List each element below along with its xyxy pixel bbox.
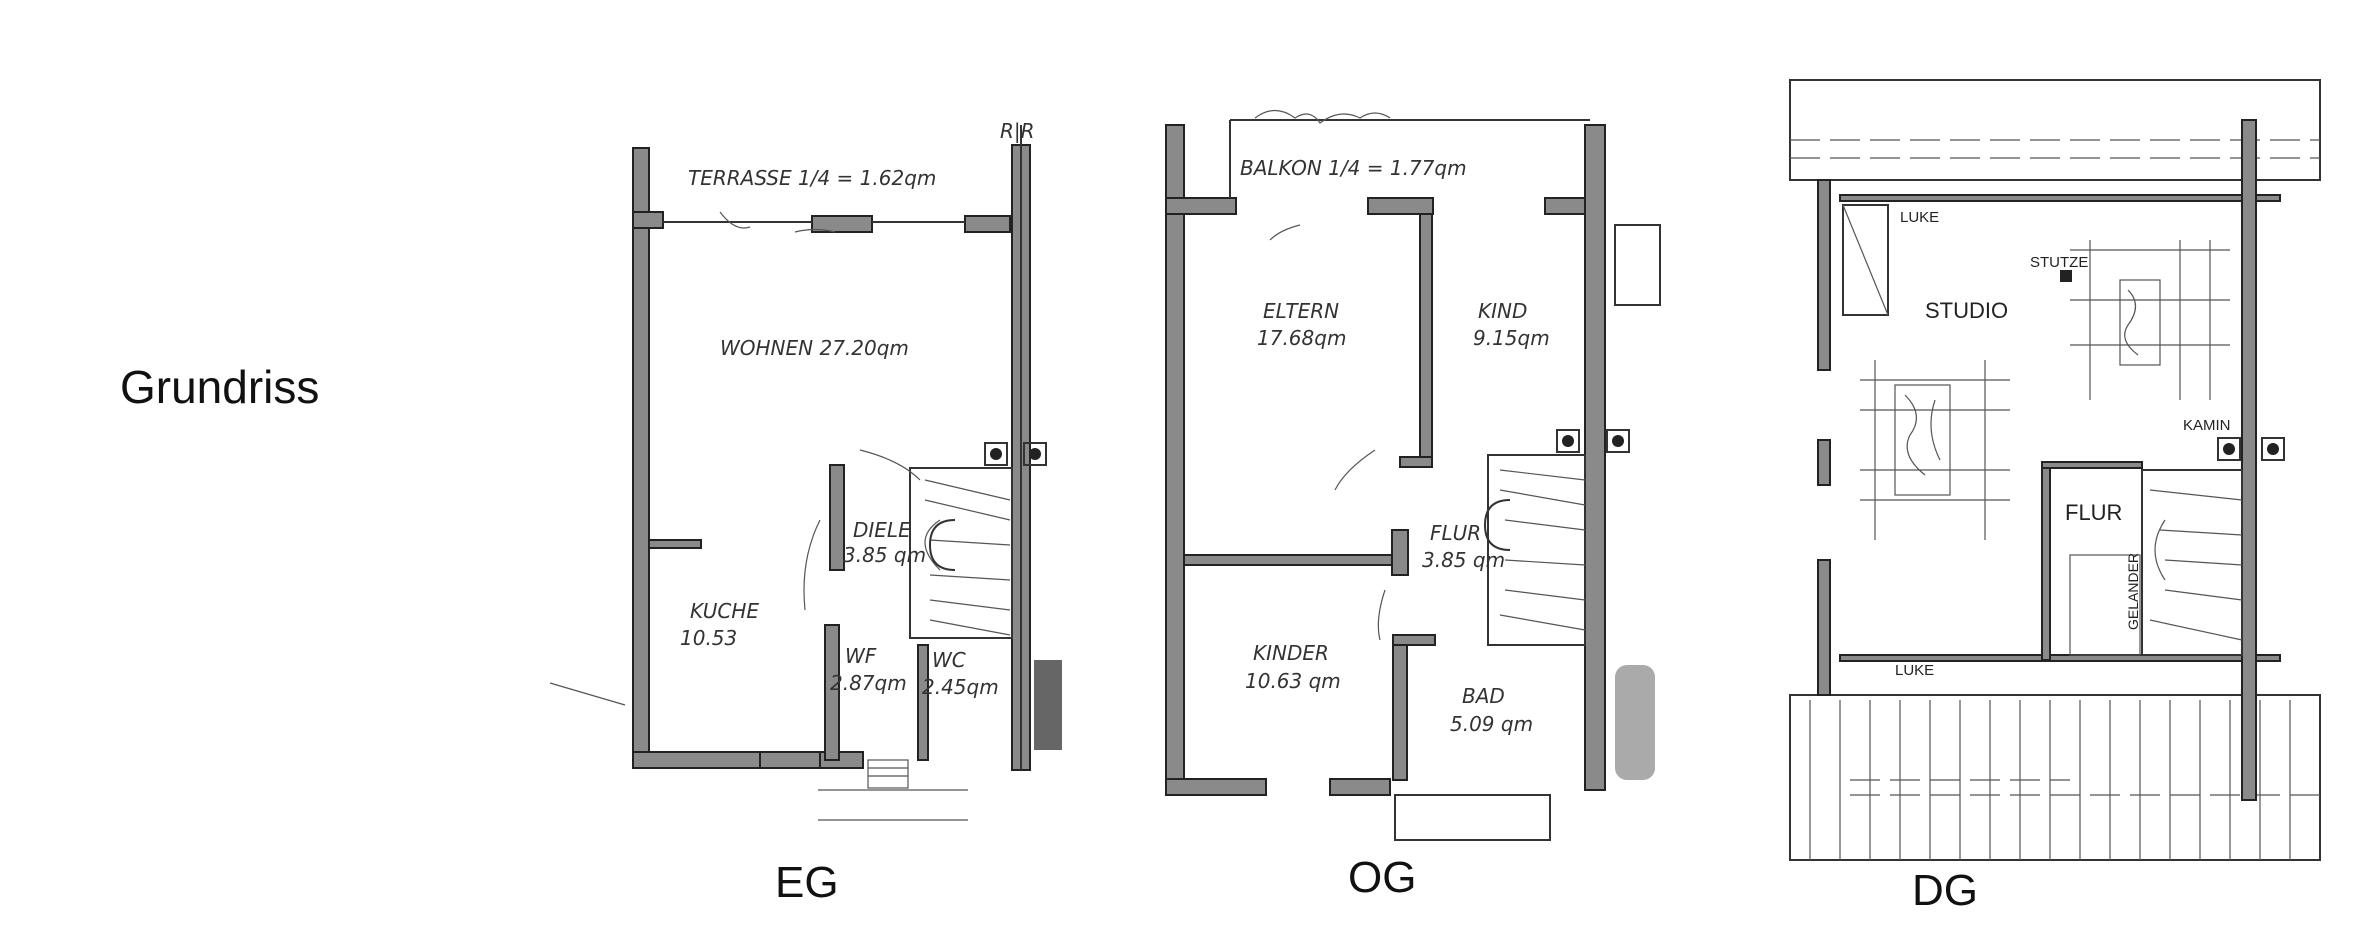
eg-kitchen-wall <box>648 539 702 549</box>
dg-chimney-2 <box>2261 437 2285 461</box>
dg-roof-hatch-top <box>1842 204 1889 316</box>
og-south-wall-2 <box>1329 778 1391 796</box>
dg-label-luke-bottom: LUKE <box>1895 662 1934 679</box>
dg-support-post <box>2060 270 2072 282</box>
eg-room-kuche-area: 10.53 <box>680 626 737 650</box>
dg-furniture <box>1860 240 2230 656</box>
dg-floor-plan: LUKE STUTZE STUDIO KAMIN FLUR GELANDER L… <box>1789 79 2321 861</box>
dg-label-luke-top: LUKE <box>1900 209 1939 226</box>
og-caption: OG <box>1348 853 1417 902</box>
og-neighbor-bathtub <box>1615 665 1655 780</box>
og-bad-wall-top <box>1392 634 1436 646</box>
og-kind-wall-foot <box>1399 456 1433 468</box>
dg-staircase <box>2141 469 2243 656</box>
og-flur-post <box>1391 529 1409 576</box>
dg-label-stutze: STUTZE <box>2030 254 2088 271</box>
og-staircase <box>1483 454 1586 646</box>
eg-neighbor-tiles <box>1034 660 1062 750</box>
dg-south-wall <box>1839 654 2281 662</box>
dg-caption: DG <box>1912 866 1978 915</box>
eg-chimney-1-flue <box>990 448 1002 460</box>
dg-west-pier <box>1817 439 1831 486</box>
eg-room-wf: WF <box>845 644 877 668</box>
og-room-kinder-area: 10.63 qm <box>1245 669 1341 693</box>
og-bay-projection <box>1394 794 1551 841</box>
og-north-wall-2 <box>1367 197 1434 215</box>
og-room-balkon: BALKON 1/4 = 1.77qm <box>1240 156 1467 180</box>
dg-roof-hatching <box>1809 700 2291 860</box>
eg-entrance-steps <box>818 759 968 821</box>
og-room-eltern: ELTERN <box>1263 299 1339 323</box>
og-room-kinder: KINDER <box>1253 641 1329 665</box>
eg-south-wall-mid <box>759 751 821 769</box>
dg-chimney-1 <box>2217 437 2241 461</box>
og-kinder-wall <box>1183 554 1395 566</box>
og-party-wall <box>1584 124 1606 791</box>
og-chimney-2-flue <box>1612 435 1624 447</box>
eg-west-wall <box>632 147 650 769</box>
eg-party-marker: R|R <box>1000 119 1035 143</box>
eg-site-line <box>549 682 626 706</box>
og-room-bad: BAD <box>1462 684 1505 708</box>
dg-flur-wall-top <box>2041 461 2143 469</box>
og-room-flur: FLUR <box>1430 521 1481 545</box>
og-neighbor-window <box>1614 224 1661 306</box>
eg-chimney-2 <box>1023 442 1047 466</box>
og-room-eltern-area: 17.68qm <box>1257 326 1346 350</box>
dg-flur-wall <box>2041 461 2051 661</box>
dg-chimney-2-flue <box>2267 443 2279 455</box>
eg-chimney-1 <box>984 442 1008 466</box>
og-chimney-1 <box>1556 429 1580 453</box>
og-door-swings <box>1269 224 1386 641</box>
og-north-wall-1 <box>1165 197 1237 215</box>
eg-floor-plan: R|R TERRASSE 1/4 = 1.62qm WOHNEN 27.20qm… <box>549 119 1062 821</box>
eg-north-wall-1 <box>632 211 664 229</box>
eg-room-kuche: KUCHE <box>690 599 759 623</box>
og-chimney-2 <box>1606 429 1630 453</box>
og-west-wall <box>1165 124 1185 796</box>
eg-room-wohnen: WOHNEN 27.20qm <box>720 336 909 360</box>
eg-north-wall-3 <box>964 215 1011 233</box>
eg-room-wc: WC <box>932 648 966 672</box>
page-title: Grundriss <box>120 361 320 413</box>
og-bad-wall <box>1392 634 1408 781</box>
dg-label-studio: STUDIO <box>1925 298 2008 323</box>
dg-party-wall <box>2241 119 2257 801</box>
eg-room-wc-area: 2.45qm <box>922 675 999 699</box>
og-room-kind-area: 9.15qm <box>1473 326 1550 350</box>
og-north-wall-3 <box>1544 197 1586 215</box>
eg-diele-wall <box>829 464 845 571</box>
eg-room-wf-area: 2.87qm <box>830 671 907 695</box>
og-south-wall-1 <box>1165 778 1267 796</box>
og-floor-plan: BALKON 1/4 = 1.77qm ELTERN 17.68qm KIND … <box>1165 109 1661 841</box>
eg-staircase <box>909 467 1013 639</box>
eg-room-terrasse: TERRASSE 1/4 = 1.62qm <box>688 166 936 190</box>
dg-west-wall-upper <box>1817 179 1831 371</box>
eg-room-diele-area: 3.85 qm <box>843 543 926 567</box>
eg-door-swings <box>719 211 921 611</box>
eg-wc-wall <box>917 644 929 761</box>
eg-chimney-2-flue <box>1029 448 1041 460</box>
og-balcony-plant <box>1254 109 1391 124</box>
dg-label-flur: FLUR <box>2065 500 2122 525</box>
dg-roof-band-top <box>1789 79 2321 181</box>
dg-chimney-1-flue <box>2223 443 2235 455</box>
eg-caption: EG <box>775 858 839 907</box>
eg-north-wall-2 <box>811 215 873 233</box>
dg-north-wall <box>1839 194 2281 202</box>
og-kind-wall <box>1419 213 1433 465</box>
dg-roof-band-bottom <box>1789 694 2321 861</box>
og-room-kind: KIND <box>1478 299 1527 323</box>
og-room-bad-area: 5.09 qm <box>1450 712 1533 736</box>
eg-room-diele: DIELE <box>853 518 911 542</box>
og-room-flur-area: 3.85 qm <box>1422 548 1505 572</box>
dg-label-kamin: KAMIN <box>2183 417 2231 434</box>
eg-wf-wall <box>824 624 840 761</box>
dg-west-wall-lower <box>1817 559 1831 696</box>
dg-label-gelander: GELANDER <box>2125 553 2141 630</box>
og-chimney-1-flue <box>1562 435 1574 447</box>
